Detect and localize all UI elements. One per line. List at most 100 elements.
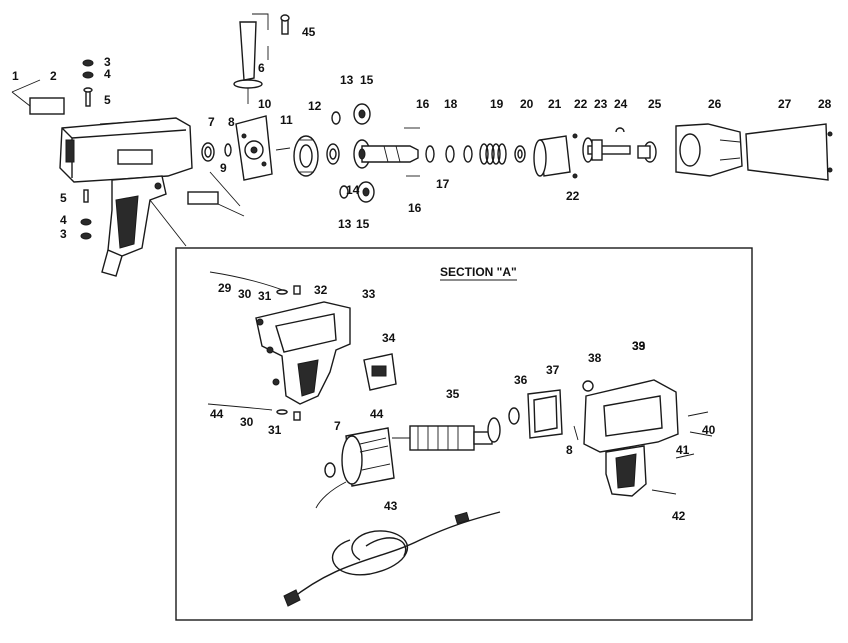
part-label-39: 39 bbox=[632, 339, 646, 353]
bearing-7-section bbox=[324, 462, 336, 478]
gear-plate-10 bbox=[235, 115, 273, 181]
part-label-30: 30 bbox=[238, 287, 252, 301]
power-cord-42 bbox=[283, 511, 501, 607]
bearing-14 bbox=[326, 143, 340, 165]
part-label-19: 19 bbox=[490, 97, 504, 111]
clip-30-top bbox=[276, 289, 288, 295]
part-label-33: 33 bbox=[632, 339, 646, 353]
part-label-32: 32 bbox=[314, 283, 328, 297]
screw-31-top bbox=[293, 285, 301, 295]
part-label-25: 25 bbox=[648, 97, 662, 111]
screw-31-bottom bbox=[293, 411, 301, 421]
washer-36 bbox=[508, 407, 520, 425]
part-label-34: 34 bbox=[382, 331, 396, 345]
shroud-28 bbox=[745, 123, 833, 181]
part-label-4: 4 bbox=[104, 67, 111, 81]
part-label-28: 28 bbox=[818, 97, 832, 111]
part-label-7: 7 bbox=[208, 115, 215, 129]
part-label-37: 37 bbox=[546, 363, 560, 377]
part-label-3: 3 bbox=[60, 227, 67, 241]
part-label-16: 16 bbox=[416, 97, 430, 111]
part-label-17: 17 bbox=[436, 177, 450, 191]
section-leader bbox=[149, 199, 187, 247]
screws-39-41 bbox=[651, 411, 713, 495]
part-label-8: 8 bbox=[228, 115, 235, 129]
washer-8 bbox=[224, 143, 232, 157]
part-label-18: 18 bbox=[444, 97, 458, 111]
drill-housing bbox=[59, 117, 193, 183]
part-label-5: 5 bbox=[60, 191, 67, 205]
spindle-carrier bbox=[353, 139, 419, 169]
part-label-15: 15 bbox=[360, 73, 374, 87]
label-plate bbox=[29, 97, 65, 115]
drill-handle bbox=[101, 175, 167, 277]
part-label-13: 13 bbox=[338, 217, 352, 231]
part-label-40: 40 bbox=[702, 423, 716, 437]
side-handle bbox=[233, 13, 290, 104]
part-label-22: 22 bbox=[574, 97, 588, 111]
part-label-27: 27 bbox=[778, 97, 792, 111]
part-label-2: 2 bbox=[50, 69, 57, 83]
bushing-25 bbox=[637, 141, 657, 163]
part-label-24: 24 bbox=[614, 97, 628, 111]
part-label-8: 8 bbox=[566, 443, 573, 457]
part-label-20: 20 bbox=[520, 97, 534, 111]
baffle-37 bbox=[527, 389, 563, 439]
spring-19 bbox=[479, 143, 507, 165]
part-label-26: 26 bbox=[708, 97, 722, 111]
part-label-3: 3 bbox=[104, 55, 111, 69]
part-label-6: 6 bbox=[258, 61, 265, 75]
section-title: SECTION "A" bbox=[440, 265, 517, 279]
pin-22-top bbox=[572, 133, 578, 139]
clip-24 bbox=[615, 127, 625, 133]
screw-set-top bbox=[82, 59, 94, 107]
gear-12 bbox=[293, 135, 319, 177]
washer-38 bbox=[582, 380, 594, 392]
label-plate-9 bbox=[187, 191, 219, 205]
gear-housing-26 bbox=[675, 123, 743, 177]
pin-11 bbox=[275, 147, 291, 151]
section-a-frame bbox=[175, 247, 753, 621]
part-label-11: 11 bbox=[280, 113, 293, 127]
part-label-44: 44 bbox=[210, 407, 224, 421]
part-label-21: 21 bbox=[548, 97, 562, 111]
part-label-15: 15 bbox=[356, 217, 370, 231]
armature-35 bbox=[392, 417, 501, 451]
part-label-7: 7 bbox=[334, 419, 341, 433]
part-label-13: 13 bbox=[340, 73, 354, 87]
bearing-7 bbox=[201, 142, 215, 162]
clutch-21 bbox=[533, 135, 571, 177]
part-label-42: 42 bbox=[672, 509, 686, 523]
pin-8-section bbox=[573, 425, 579, 441]
part-label-5: 5 bbox=[104, 93, 111, 107]
part-label-23: 23 bbox=[594, 97, 608, 111]
part-label-30: 30 bbox=[240, 415, 254, 429]
part-label-31: 31 bbox=[258, 289, 272, 303]
part-label-38: 38 bbox=[588, 351, 602, 365]
part-label-9: 9 bbox=[220, 161, 227, 175]
part-label-45: 45 bbox=[302, 25, 316, 39]
washers-18 bbox=[425, 145, 473, 163]
part-label-35: 35 bbox=[446, 387, 460, 401]
part-label-14: 14 bbox=[346, 183, 360, 197]
screw-set-left bbox=[80, 189, 92, 240]
part-label-41: 41 bbox=[676, 443, 690, 457]
clip-30-bottom bbox=[276, 409, 288, 415]
part-label-44: 44 bbox=[370, 407, 384, 421]
cable-tie-44 bbox=[207, 403, 273, 411]
part-label-1: 1 bbox=[12, 69, 19, 83]
part-label-16: 16 bbox=[408, 201, 422, 215]
field-43 bbox=[315, 427, 395, 509]
washer-20 bbox=[514, 145, 526, 163]
housing-half-left bbox=[255, 301, 351, 405]
pin-22-bottom bbox=[572, 173, 578, 179]
part-label-4: 4 bbox=[60, 213, 67, 227]
part-label-36: 36 bbox=[514, 373, 528, 387]
part-label-12: 12 bbox=[308, 99, 322, 113]
part-label-22: 22 bbox=[566, 189, 580, 203]
washer-13-top bbox=[331, 111, 341, 125]
washer-13-bottom bbox=[339, 185, 349, 199]
